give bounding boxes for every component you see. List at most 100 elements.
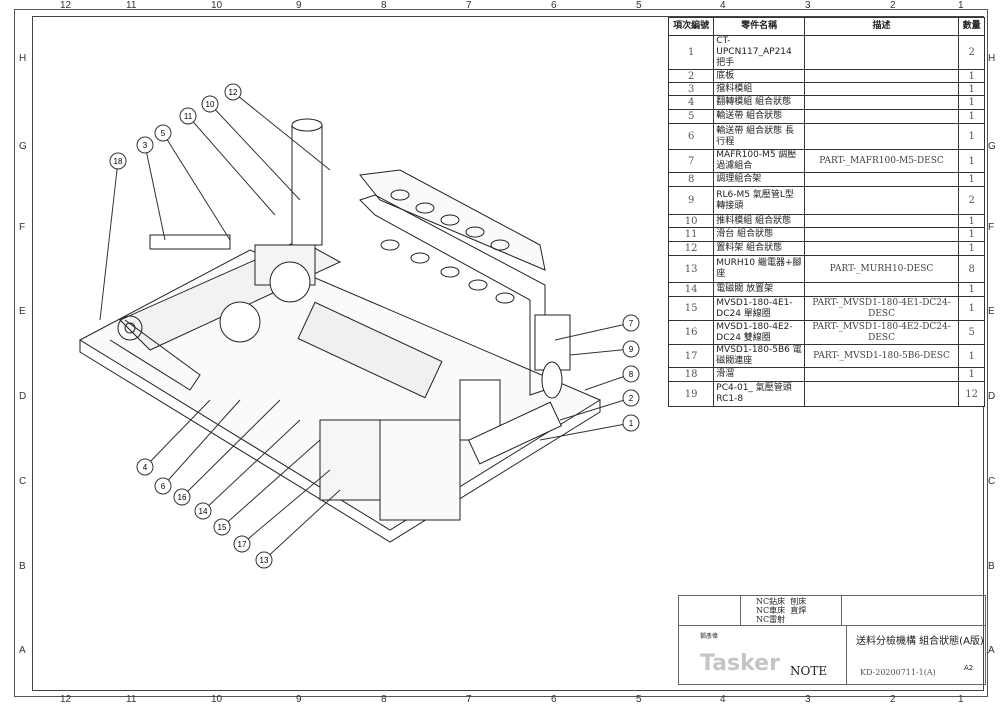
quantity: 1 bbox=[958, 149, 985, 173]
item-number: 12 bbox=[667, 241, 715, 256]
zone-row-label: B bbox=[988, 561, 995, 572]
quantity: 1 bbox=[958, 82, 985, 96]
description bbox=[803, 241, 960, 256]
callout-balloon: 1 bbox=[539, 414, 640, 441]
zone-row-label: E bbox=[988, 306, 995, 317]
item-number: 15 bbox=[667, 296, 715, 321]
balloon-number: 16 bbox=[178, 493, 187, 502]
process-item: 刨床 bbox=[790, 597, 807, 606]
zone-row-label: D bbox=[19, 391, 27, 402]
description: PART-_MVSD1-180-5B6-DESC bbox=[803, 344, 960, 368]
callout-balloon: 7 bbox=[554, 314, 640, 341]
balloon-number: 6 bbox=[161, 482, 166, 491]
description: PART-_MURH10-DESC bbox=[803, 255, 960, 283]
leader-line bbox=[202, 419, 301, 512]
leader-line bbox=[569, 348, 632, 356]
balloon-circle bbox=[622, 389, 640, 407]
zone-column-label: 4 bbox=[720, 694, 726, 705]
balloon-circle bbox=[136, 136, 154, 154]
zone-column-label: 3 bbox=[805, 0, 811, 11]
part-name: MVSD1-180-5B6 電磁閥連座 bbox=[713, 344, 805, 368]
quantity: 1 bbox=[958, 172, 985, 187]
balloon-number: 12 bbox=[229, 88, 238, 97]
handle bbox=[468, 401, 562, 465]
item-number: 9 bbox=[667, 186, 715, 215]
zone-column-label: 6 bbox=[551, 694, 557, 705]
zone-row-label: D bbox=[988, 391, 996, 402]
item-number: 17 bbox=[667, 344, 715, 368]
zone-column-label: 1 bbox=[958, 694, 964, 705]
balloon-circle bbox=[173, 488, 191, 506]
process-item: NC雷射 bbox=[756, 615, 786, 624]
zone-column-label: 9 bbox=[296, 694, 302, 705]
balloon-circle bbox=[622, 365, 640, 383]
col-quantity: 數量 bbox=[958, 17, 985, 36]
zone-column-label: 1 bbox=[958, 0, 964, 11]
description bbox=[803, 95, 960, 110]
process-item: NC車床 bbox=[756, 606, 786, 615]
description bbox=[803, 227, 960, 242]
designer-name: 鄧彥偉 bbox=[700, 633, 719, 640]
balloon-number: 2 bbox=[629, 394, 634, 403]
zone-column-label: 10 bbox=[211, 694, 223, 705]
quantity: 1 bbox=[958, 123, 985, 150]
balloon-number: 8 bbox=[629, 370, 634, 379]
zone-row-label: B bbox=[19, 561, 26, 572]
description: PART-_MVSD1-180-4E2-DC24-DESC bbox=[803, 320, 960, 345]
callout-balloon: 11 bbox=[179, 107, 276, 216]
quantity: 1 bbox=[958, 344, 985, 368]
part-name: 翻轉模組 組合狀態 bbox=[713, 95, 805, 110]
callout-balloon: 8 bbox=[584, 365, 640, 391]
zone-row-label: F bbox=[988, 222, 995, 233]
part-name: 輸送帶 組合狀態 長行程 bbox=[713, 123, 805, 150]
part-name: 底板 bbox=[713, 69, 805, 83]
balloon-circle bbox=[224, 83, 242, 101]
process-item: NC鉆床 bbox=[756, 597, 786, 606]
zone-column-label: 7 bbox=[466, 0, 472, 11]
balloon-circle bbox=[622, 314, 640, 332]
item-number: 16 bbox=[667, 320, 715, 345]
callout-balloon: 14 bbox=[194, 419, 301, 520]
part-name: CT-UPCN117_AP214 把手 bbox=[713, 35, 805, 70]
callout-balloon: 17 bbox=[233, 469, 331, 553]
drawing-number: KD-20200711-1(A) bbox=[860, 668, 936, 677]
balloon-circle bbox=[194, 502, 212, 520]
zone-row-label: C bbox=[988, 476, 996, 487]
zone-column-label: 11 bbox=[126, 0, 137, 11]
leader-line bbox=[187, 115, 276, 216]
balloon-number: 13 bbox=[260, 556, 269, 565]
part-name: MVSD1-180-4E1-DC24 單線圈 bbox=[713, 296, 805, 321]
quantity: 1 bbox=[958, 241, 985, 256]
zone-row-label: H bbox=[988, 53, 996, 64]
leader-line bbox=[241, 469, 331, 545]
balloon-number: 14 bbox=[199, 507, 208, 516]
part-name: 滑溜 bbox=[713, 367, 805, 382]
description: PART-_MAFR100-M5-DESC bbox=[803, 149, 960, 173]
description bbox=[803, 381, 960, 407]
watermark-text: Tasker bbox=[700, 651, 780, 676]
callout-balloon: 9 bbox=[569, 340, 640, 358]
leader-line bbox=[181, 399, 281, 498]
zone-column-label: 7 bbox=[466, 694, 472, 705]
balloon-circle bbox=[255, 551, 273, 569]
zone-column-label: 11 bbox=[126, 694, 137, 705]
callout-balloon: 10 bbox=[201, 95, 301, 201]
leader-line bbox=[232, 91, 331, 171]
balloon-number: 17 bbox=[238, 540, 247, 549]
item-number: 18 bbox=[667, 367, 715, 382]
callout-balloon: 4 bbox=[136, 399, 211, 476]
quantity: 1 bbox=[958, 214, 985, 228]
callout-balloon: 16 bbox=[173, 399, 281, 506]
quantity: 1 bbox=[958, 227, 985, 242]
